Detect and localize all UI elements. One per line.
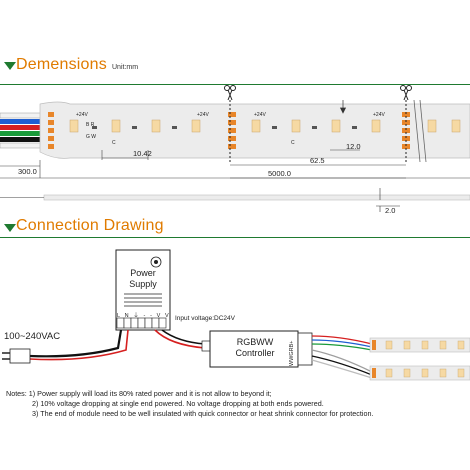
mains-cable-red <box>29 329 129 361</box>
mains-voltage-label: 100~240VAC <box>4 331 61 342</box>
controller-label: RGBWW Controller <box>216 337 294 359</box>
pad-label-24v: +24V <box>254 112 266 118</box>
scissors-icon <box>400 85 412 164</box>
pad-label-24v: +24V <box>76 112 88 118</box>
section-marker-icon <box>4 62 16 70</box>
lead-length-label: 300.0 <box>18 167 37 176</box>
note-line-1: Notes: 1) Power supply will load its 80%… <box>6 389 272 398</box>
plug-icon <box>2 348 31 364</box>
ps-indicator-icon <box>150 256 162 268</box>
scissors-icon <box>224 85 236 164</box>
mains-cable-black <box>29 329 123 358</box>
controller-port-labels: WWGRB+ <box>289 340 295 366</box>
down-arrow-icon <box>339 100 347 114</box>
ps-terminal-labels: L N ⏚ - - V V <box>117 313 171 319</box>
output-strip-lower <box>369 365 470 381</box>
pad-label-gw: G W <box>86 134 96 140</box>
led-pitch-label: 10.42 <box>133 149 152 158</box>
pad-label-24v: +24V <box>197 112 209 118</box>
output-strip-upper <box>369 337 470 353</box>
ps-vent-lines <box>124 293 162 307</box>
note-line-3: 3) The end of module need to be well ins… <box>32 409 374 418</box>
dimensions-title: Demensions <box>16 56 107 73</box>
copper-pad-columns <box>48 112 410 149</box>
section-divider <box>0 237 470 238</box>
resistor-marks <box>92 126 357 129</box>
dc-wire-red <box>154 329 206 349</box>
ps-terminal-block <box>116 317 167 329</box>
pad-label-br: B R <box>86 122 95 128</box>
power-supply-label-line1: Power <box>130 268 156 278</box>
thickness-dim <box>376 188 400 212</box>
width-label: 12.0 <box>346 142 361 151</box>
break-marks <box>413 99 427 163</box>
unit-label: Unit:mm <box>112 64 139 71</box>
led-chips <box>69 119 461 133</box>
input-voltage-label: Input voltage:DC24V <box>175 315 235 322</box>
pad-label-c: C <box>112 140 116 146</box>
pad-label-c: C <box>291 140 295 146</box>
dimension-lines <box>0 149 470 179</box>
notes-block: Notes: 1) Power supply will load its 80%… <box>6 389 468 419</box>
dc-connector <box>201 340 211 352</box>
thickness-label: 2.0 <box>385 206 396 215</box>
power-supply-label-line2: Supply <box>129 279 157 289</box>
section-marker-icon <box>4 224 16 232</box>
output-wires <box>311 335 373 379</box>
dc-wire-black <box>161 329 206 345</box>
power-supply-label: Power Supply <box>116 268 170 290</box>
connection-title: Connection Drawing <box>16 217 164 234</box>
controller-label-line2: Controller <box>235 348 275 358</box>
pad-label-24v: +24V <box>373 112 385 118</box>
cut-unit-label: 62.5 <box>310 156 325 165</box>
total-length-label: 5000.0 <box>268 169 291 178</box>
controller-port <box>297 332 313 366</box>
note-line-2: 2) 10% voltage dropping at single end po… <box>32 399 324 408</box>
controller-label-line1: RGBWW <box>236 337 274 347</box>
section-divider <box>0 84 470 85</box>
